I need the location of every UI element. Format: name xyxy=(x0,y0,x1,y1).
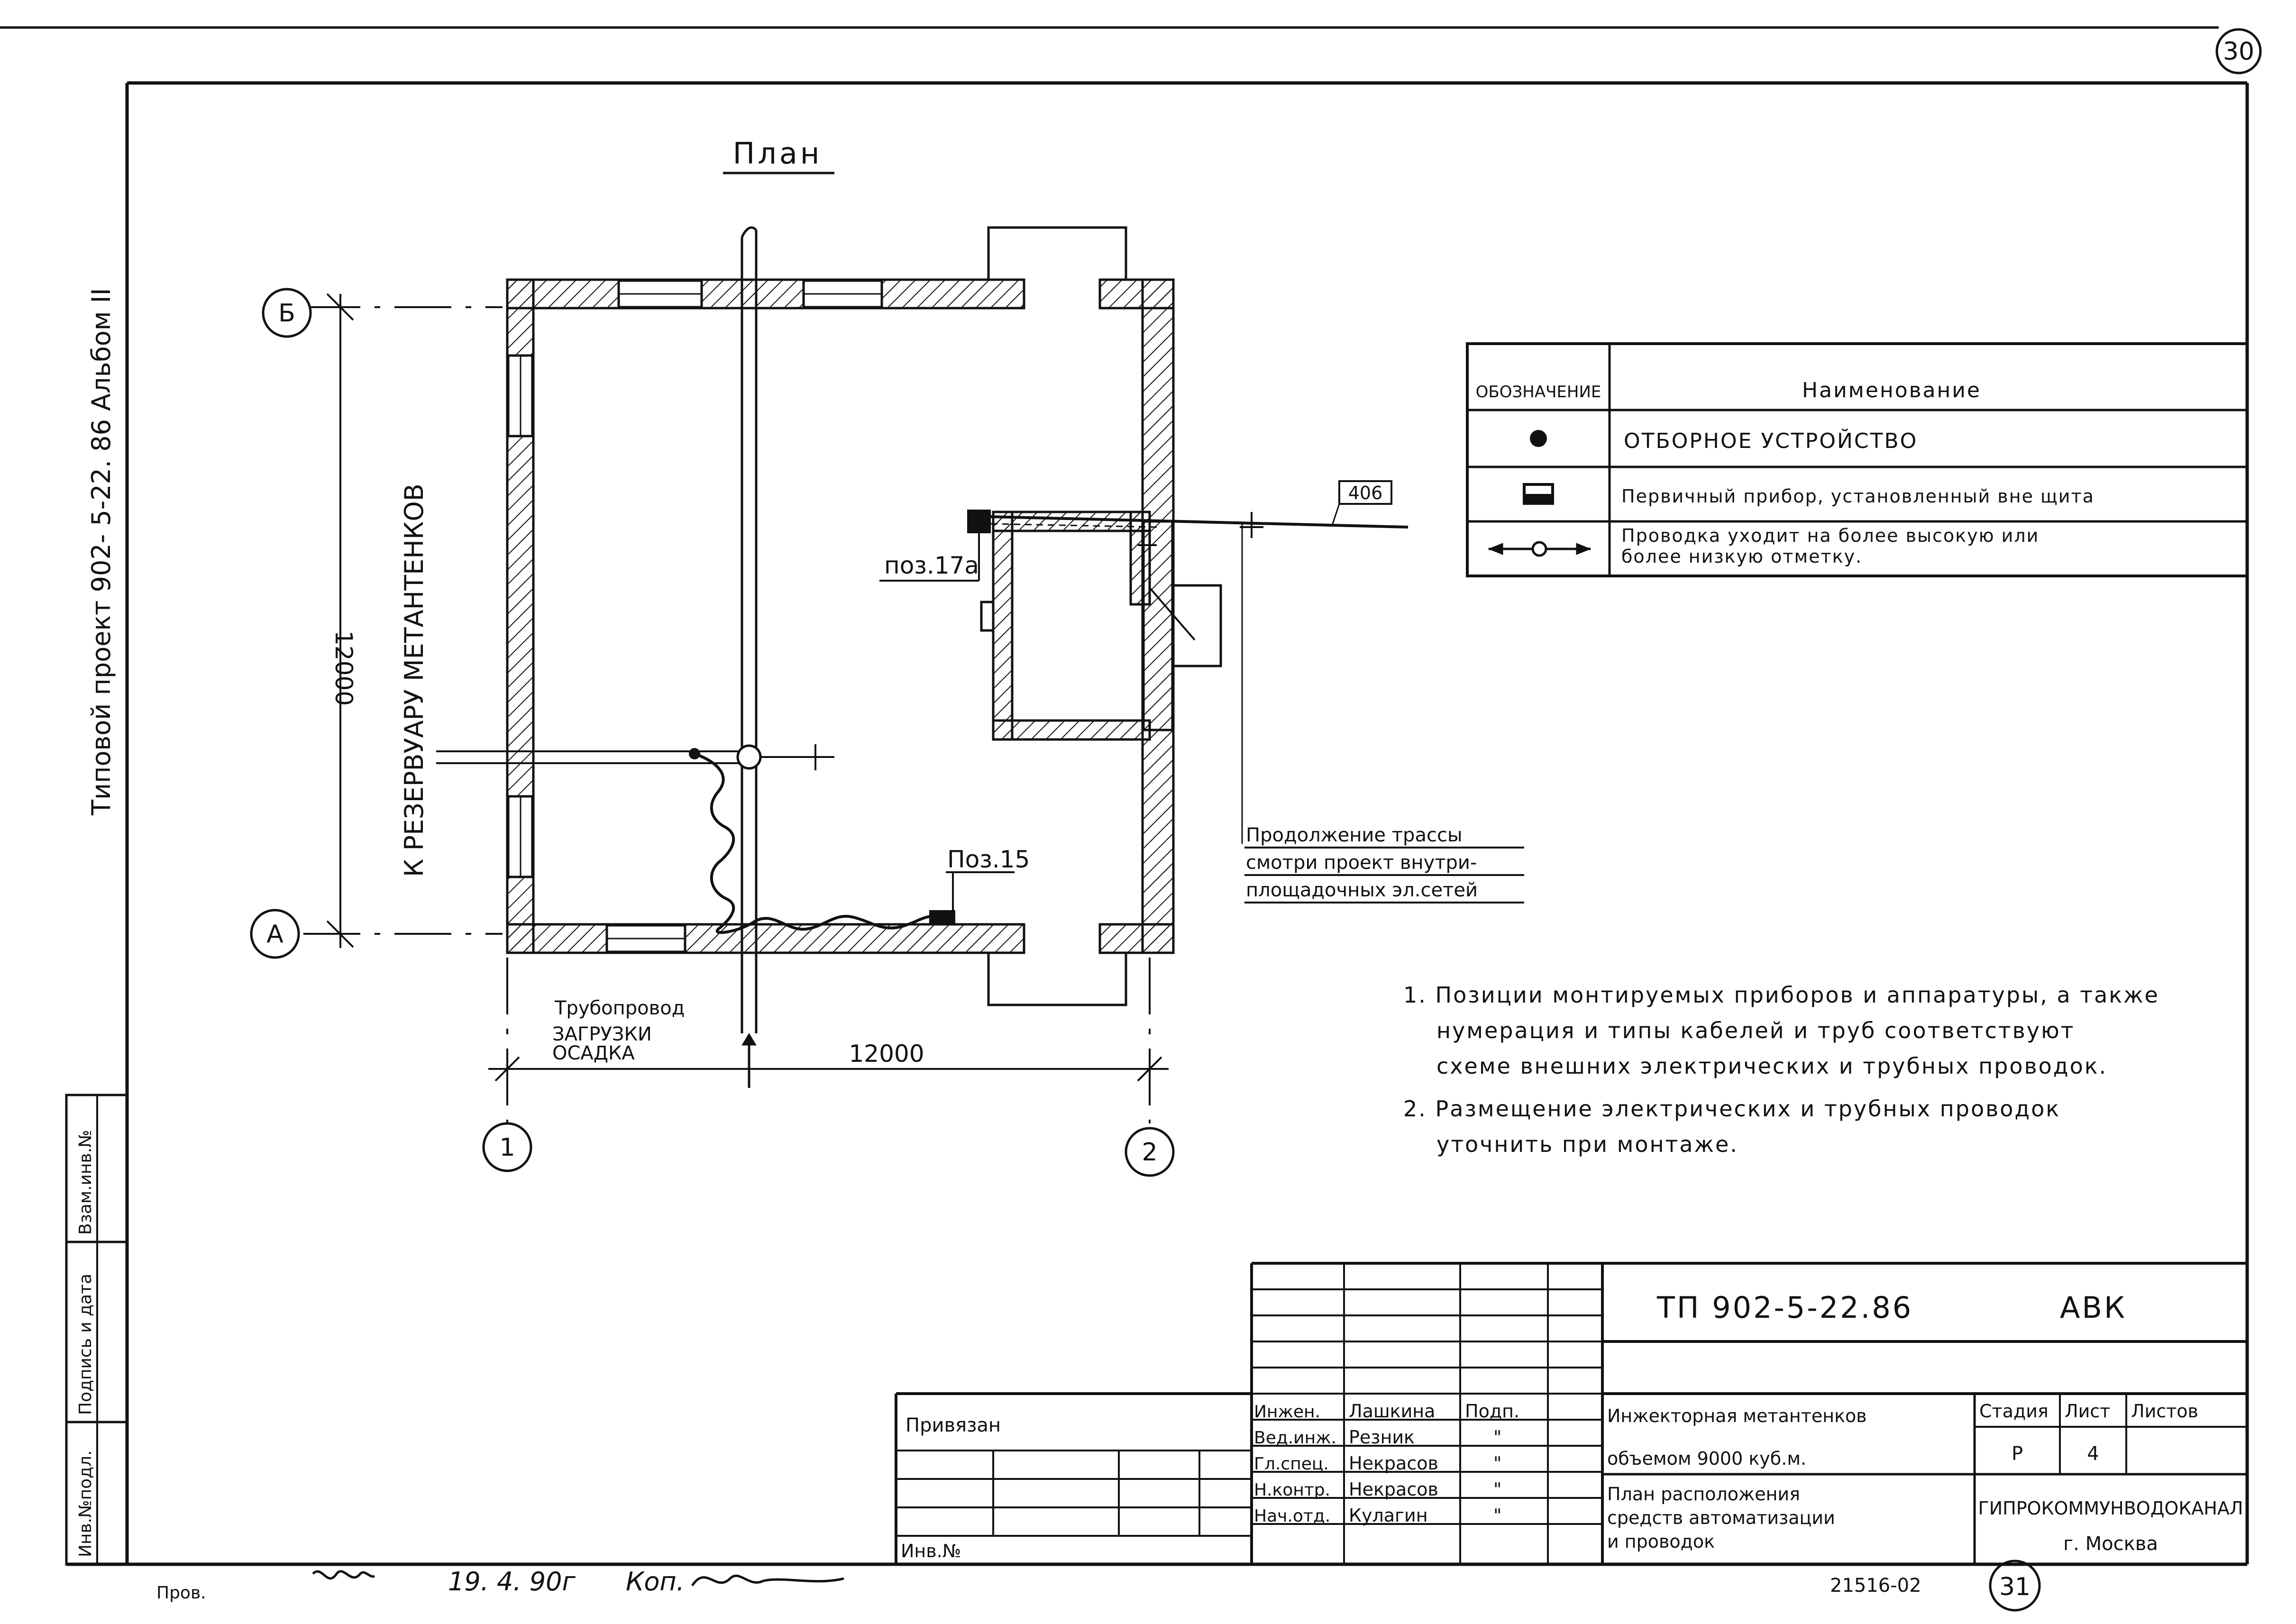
svg-text:Б: Б xyxy=(278,299,295,328)
legend-row-1: ОТБОРНОЕ УСТРОЙСТВО xyxy=(1624,428,1918,453)
legend-header-symbol: ОБОЗНАЧЕНИЕ xyxy=(1476,383,1601,401)
pos17a-leader: поз.17а xyxy=(879,533,980,582)
person-name-3: Некрасов xyxy=(1349,1453,1438,1474)
legend-table xyxy=(1466,342,2249,577)
title-block-grid xyxy=(895,1262,2247,1564)
sheet-title-line-3: и проводок xyxy=(1607,1531,1715,1552)
note-line-4: 2. Размещение электрических и трубных пр… xyxy=(1403,1096,2060,1122)
person-name-5: Кулагин xyxy=(1349,1505,1428,1526)
note-line-3: схеме внешних электрических и трубных пр… xyxy=(1436,1053,2107,1079)
sheet-frame xyxy=(0,26,2249,1566)
reservoir-pipe xyxy=(436,744,834,770)
svg-text:поз.17а: поз.17а xyxy=(884,552,979,579)
privyazan-label: Привязан xyxy=(906,1414,1001,1436)
person-sign-5: " xyxy=(1493,1505,1501,1526)
object-line-1: Инжекторная метантенков xyxy=(1607,1405,1867,1426)
building-plan xyxy=(506,226,1222,1006)
svg-text:площадочных эл.сетей: площадочных эл.сетей xyxy=(1246,879,1478,901)
pipeline-label-3: ОСАДКА xyxy=(552,1042,635,1064)
stamp-vzam-inv: Взам.инв.№ xyxy=(76,1130,95,1235)
axis-a-bubble: А xyxy=(250,909,300,959)
stage-label: Стадия xyxy=(1979,1401,2049,1422)
svg-text:смотри проект внутри-: смотри проект внутри- xyxy=(1246,852,1477,874)
copy-label: Коп. xyxy=(626,1567,685,1597)
pipeline-label-1: Трубопровод xyxy=(554,997,685,1019)
doc-suffix: АВК xyxy=(2060,1290,2127,1325)
stamp-inv-podl: Инв.№подл. xyxy=(76,1451,95,1557)
sheet-title-line-2: средств автоматизации xyxy=(1607,1507,1835,1528)
checked-label: Пров. xyxy=(156,1583,206,1603)
sheet-number-bottom: 31 xyxy=(1989,1560,2041,1612)
dot-icon xyxy=(1530,430,1547,447)
person-name-1: Лашкина xyxy=(1349,1401,1435,1422)
plan-title: План xyxy=(733,136,823,171)
sludge-pipeline xyxy=(741,226,758,1088)
svg-text:Поз.15: Поз.15 xyxy=(947,846,1030,873)
doc-code: ТП 902-5-22.86 xyxy=(1656,1290,1913,1325)
person-name-4: Некрасов xyxy=(1349,1479,1438,1500)
svg-text:1: 1 xyxy=(499,1133,515,1162)
note-line-2: нумерация и типы кабелей и труб соответс… xyxy=(1436,1018,2075,1043)
svg-text:30: 30 xyxy=(2223,37,2254,66)
person-role-3: Гл.спец. xyxy=(1254,1454,1329,1474)
stamp-podpis-data: Подпись и дата xyxy=(76,1274,95,1415)
legend-header-name: Наименование xyxy=(1802,378,1981,402)
note-line-1: 1. Позиции монтируемых приборов и аппара… xyxy=(1403,982,2159,1008)
pos17a-instrument xyxy=(967,510,991,533)
axis-1-bubble: 1 xyxy=(482,1122,532,1172)
sheets-label: Листов xyxy=(2131,1401,2198,1422)
checker-signature xyxy=(312,1570,375,1580)
svg-text:Продолжение трассы: Продолжение трассы xyxy=(1246,824,1463,846)
sheet-title-line-1: План расположения xyxy=(1607,1484,1800,1505)
legend-row-3-box: Проводка уходит на более высокую или бол… xyxy=(1621,525,2040,567)
person-sign-1: Подп. xyxy=(1465,1401,1519,1422)
primary-instrument-icon xyxy=(1523,483,1554,505)
person-sign-4: " xyxy=(1493,1479,1501,1500)
person-role-1: Инжен. xyxy=(1254,1402,1320,1422)
electrical-route xyxy=(990,512,1409,844)
axis-2-bubble: 2 xyxy=(1125,1127,1175,1177)
continuation-note: Продолжение трассы смотри проект внутри-… xyxy=(1244,824,1524,903)
svg-text:31: 31 xyxy=(1999,1573,2031,1601)
inv-no-label: Инв.№ xyxy=(901,1541,961,1561)
cable-tag: 406 xyxy=(1331,480,1392,526)
level-change-wire-icon xyxy=(1488,541,1592,557)
axis-b-bubble: Б xyxy=(262,288,312,338)
legend-row-3: Проводка уходит на более высокую или бол… xyxy=(1621,525,2040,567)
svg-text:406: 406 xyxy=(1348,483,1383,503)
person-role-4: Н.контр. xyxy=(1254,1480,1330,1500)
impulse-line xyxy=(694,752,949,934)
pipeline-label-2: ЗАГРУЗКИ xyxy=(552,1023,652,1045)
sheet-label: Лист xyxy=(2065,1401,2110,1422)
copy-signature xyxy=(691,1574,844,1587)
sheet-number-top: 30 xyxy=(2215,28,2262,74)
to-reservoir-label: К РЕЗЕРВУАРУ МЕТАНТЕНКОВ xyxy=(399,484,429,877)
archive-number: 21516-02 xyxy=(1830,1575,1921,1597)
legend-row-2: Первичный прибор, установленный вне щита xyxy=(1621,486,2095,507)
svg-text:А: А xyxy=(266,920,284,949)
person-sign-2: " xyxy=(1493,1427,1501,1448)
sheet-value: 4 xyxy=(2087,1443,2099,1465)
notes: 1. Позиции монтируемых приборов и аппара… xyxy=(1403,982,2159,1157)
dimension-horizontal: 12000 xyxy=(849,1040,924,1067)
city: г. Москва xyxy=(2063,1533,2158,1555)
album-title: Типовой проект 902- 5-22. 86 Альбом II xyxy=(86,288,116,816)
svg-text:2: 2 xyxy=(1142,1138,1157,1167)
footer-date: 19. 4. 90г xyxy=(448,1567,576,1597)
note-line-5: уточнить при монтаже. xyxy=(1436,1131,1738,1157)
person-name-2: Резник xyxy=(1349,1427,1415,1448)
object-line-2: объемом 9000 куб.м. xyxy=(1607,1448,1806,1469)
person-role-5: Нач.отд. xyxy=(1254,1506,1330,1526)
person-sign-3: " xyxy=(1493,1453,1501,1474)
dimension-vertical: 12000 xyxy=(330,630,357,706)
pos15-instrument: Поз.15 xyxy=(929,846,1030,924)
grid-axes xyxy=(303,293,1169,1123)
organization: ГИПРОКОММУНВОДОКАНАЛ xyxy=(1978,1498,2243,1519)
person-role-2: Вед.инж. xyxy=(1254,1428,1336,1448)
stage-value: Р xyxy=(2012,1443,2023,1465)
